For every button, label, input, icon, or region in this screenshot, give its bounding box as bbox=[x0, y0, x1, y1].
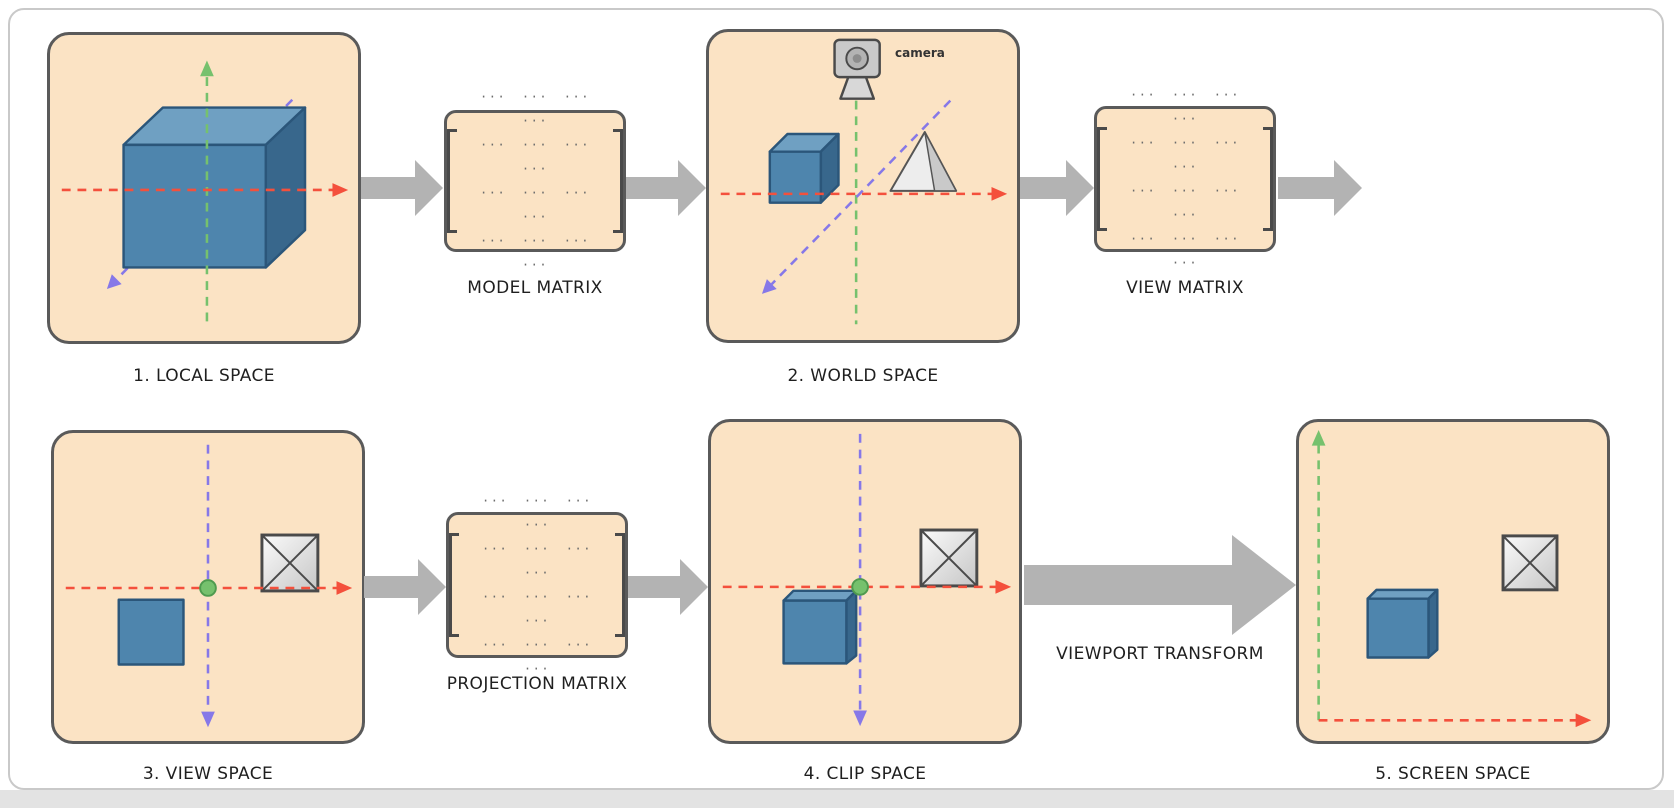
world-space-scene bbox=[720, 38, 1008, 325]
projection-matrix-box: ··· ··· ··· ··· ··· ··· ··· ··· ··· ··· … bbox=[446, 494, 628, 676]
cube-3d-top-face bbox=[1366, 588, 1439, 600]
x-axis-arrowhead bbox=[991, 186, 1008, 201]
x-axis-arrowhead bbox=[995, 580, 1012, 594]
caption-local-space: 1. LOCAL SPACE bbox=[133, 366, 275, 386]
matrix-cells: ··· ··· ··· ··· ··· ··· ··· ··· ··· ··· … bbox=[464, 85, 605, 277]
panel-view-space bbox=[51, 430, 365, 744]
view-matrix-box: ··· ··· ··· ··· ··· ··· ··· ··· ··· ··· … bbox=[1094, 88, 1276, 270]
matrix-bracket-right-icon bbox=[614, 533, 625, 637]
flow-arrow-5 bbox=[364, 559, 446, 615]
x-axis-arrowhead bbox=[336, 581, 353, 595]
matrix-row: ··· ··· ··· ··· bbox=[482, 638, 592, 676]
matrix-row: ··· ··· ··· ··· bbox=[482, 590, 592, 628]
matrix-row: ··· ··· ··· ··· bbox=[1130, 88, 1240, 126]
coordinate-pipeline-diagram: 1. LOCAL SPACE ··· ··· ··· ··· ··· ··· ·… bbox=[8, 8, 1664, 790]
cube-2d bbox=[117, 598, 185, 666]
x-marked-square-icon bbox=[919, 528, 979, 588]
panel-local-space bbox=[47, 32, 361, 344]
matrix-row: ··· ··· ··· ··· bbox=[482, 542, 592, 580]
local-space-scene bbox=[61, 60, 349, 322]
matrix-cells: ··· ··· ··· ··· ··· ··· ··· ··· ··· ··· … bbox=[1114, 83, 1255, 275]
camera-label: camera bbox=[895, 46, 945, 60]
matrix-cells: ··· ··· ··· ··· ··· ··· ··· ··· ··· ··· … bbox=[466, 489, 607, 681]
matrix-bracket-right-icon bbox=[1262, 127, 1273, 231]
x-axis-arrowhead bbox=[332, 183, 349, 197]
vertical-axis-arrowhead bbox=[201, 711, 215, 728]
flow-arrow-6 bbox=[628, 559, 708, 615]
screen-space-scene bbox=[1311, 429, 1592, 728]
cube-3d-right-face bbox=[1427, 588, 1439, 659]
z-axis-line bbox=[770, 99, 952, 285]
flow-arrow-3 bbox=[1020, 160, 1094, 216]
x-marked-square-icon bbox=[260, 533, 320, 593]
caption-screen-space: 5. SCREEN SPACE bbox=[1375, 764, 1531, 784]
matrix-row: ··· ··· ··· ··· bbox=[1130, 184, 1240, 222]
z-axis-arrowhead bbox=[106, 274, 122, 290]
panel-world-space: camera bbox=[706, 29, 1020, 343]
matrix-row: ··· ··· ··· ··· bbox=[1130, 136, 1240, 174]
clip-space-scene bbox=[722, 433, 1012, 727]
matrix-bracket-left-icon bbox=[447, 129, 458, 233]
origin-dot bbox=[199, 579, 217, 597]
cube-3d-front-face bbox=[782, 599, 848, 665]
cube-3d-front-face bbox=[768, 150, 823, 204]
y-axis-arrowhead bbox=[200, 60, 214, 77]
camera-icon bbox=[833, 38, 881, 100]
x-marked-square-icon bbox=[1501, 534, 1559, 592]
flow-arrow-2 bbox=[626, 160, 706, 216]
model-matrix-box: ··· ··· ··· ··· ··· ··· ··· ··· ··· ··· … bbox=[444, 90, 626, 272]
flow-arrow-1 bbox=[361, 160, 443, 216]
pyramid-shaded-face bbox=[924, 131, 957, 192]
matrix-row: ··· ··· ··· ··· bbox=[480, 186, 590, 224]
panel-clip-space bbox=[708, 419, 1022, 744]
origin-dot bbox=[851, 578, 869, 596]
caption-clip-space: 4. CLIP SPACE bbox=[803, 764, 927, 784]
matrix-bracket-left-icon bbox=[1097, 127, 1108, 231]
viewport-transform-label: VIEWPORT TRANSFORM bbox=[1056, 644, 1264, 664]
cube-3d-front-face bbox=[1366, 597, 1430, 659]
matrix-row: ··· ··· ··· ··· bbox=[480, 90, 590, 128]
matrix-row: ··· ··· ··· ··· bbox=[482, 494, 592, 532]
page-bottom-strip bbox=[0, 790, 1674, 808]
matrix-bracket-right-icon bbox=[612, 129, 623, 233]
x-axis-arrowhead bbox=[1575, 713, 1592, 728]
caption-projection-matrix: PROJECTION MATRIX bbox=[446, 674, 628, 694]
view-space-scene bbox=[65, 444, 353, 728]
cube-3d-top-face bbox=[782, 589, 858, 602]
matrix-row: ··· ··· ··· ··· bbox=[480, 138, 590, 176]
panel-screen-space bbox=[1296, 419, 1610, 744]
cube-3d-right-face bbox=[845, 589, 858, 665]
matrix-bracket-left-icon bbox=[449, 533, 460, 637]
caption-view-space: 3. VIEW SPACE bbox=[142, 764, 274, 784]
cube-3d-front-face bbox=[122, 143, 268, 269]
caption-model-matrix: MODEL MATRIX bbox=[467, 278, 603, 298]
z-axis-arrowhead bbox=[761, 279, 777, 294]
flow-arrow-4 bbox=[1278, 160, 1362, 216]
caption-view-matrix: VIEW MATRIX bbox=[1126, 278, 1244, 298]
viewport-transform-arrow bbox=[1024, 535, 1296, 635]
caption-world-space: 2. WORLD SPACE bbox=[787, 366, 939, 386]
y-axis-arrowhead bbox=[1311, 429, 1326, 446]
matrix-row: ··· ··· ··· ··· bbox=[1130, 232, 1240, 270]
vertical-axis-arrowhead bbox=[853, 710, 867, 727]
matrix-row: ··· ··· ··· ··· bbox=[480, 234, 590, 272]
